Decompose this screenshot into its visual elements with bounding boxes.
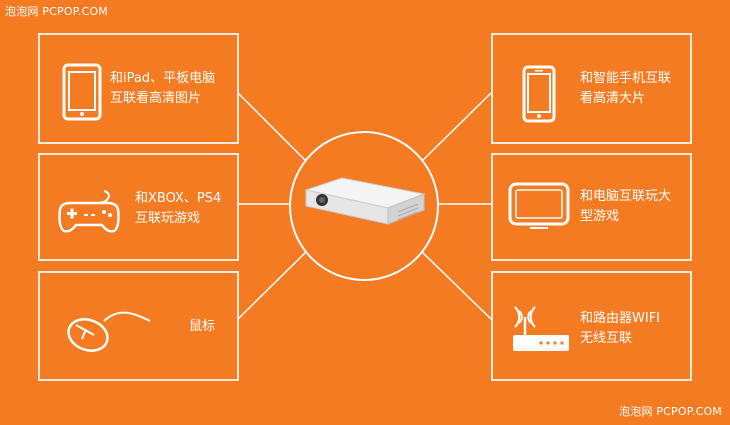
projector-icon [304,177,426,225]
tablet-icon [62,63,102,121]
label-smartphone-line2: 看高清大片 [580,91,646,106]
center-circle [289,131,439,281]
router-icon [513,306,569,351]
label-tablet-line2: 互联看高清图片 [110,91,202,106]
label-gamepad-line2: 互联玩游戏 [135,211,201,226]
label-tablet-line1: 和iPad、平板电脑 [110,71,216,86]
connector-line-left-3 [237,249,309,320]
label-router-line1: 和路由器WIFI [580,311,660,326]
feature-box-mouse: 鼠标 [38,271,239,381]
feature-box-gamepad: 和XBOX、PS4 互联玩游戏 [38,153,239,261]
label-mouse: 鼠标 [189,319,216,334]
gamepad-icon [58,190,120,233]
feature-box-smartphone: 和智能手机互联 看高清大片 [491,33,692,144]
connector-line-left-1 [237,92,309,164]
connector-line-right-1 [419,92,492,164]
feature-box-monitor: 和电脑互联玩大 型游戏 [491,153,692,261]
label-monitor-line2: 型游戏 [580,209,620,224]
monitor-icon [508,182,570,229]
smartphone-icon [522,65,556,123]
label-smartphone-line1: 和智能手机互联 [580,71,672,86]
mouse-icon [67,311,151,352]
feature-box-router: 和路由器WIFI 无线互联 [491,271,692,381]
watermark-top: 泡泡网 PCPOP.COM [5,5,108,18]
label-monitor-line1: 和电脑互联玩大 [580,189,672,204]
label-router-line2: 无线互联 [580,331,633,346]
connector-line-right-3 [419,249,492,320]
watermark-bottom: 泡泡网 PCPOP.COM [619,405,722,418]
label-gamepad-line1: 和XBOX、PS4 [135,191,222,206]
feature-box-tablet: 和iPad、平板电脑 互联看高清图片 [38,33,239,144]
